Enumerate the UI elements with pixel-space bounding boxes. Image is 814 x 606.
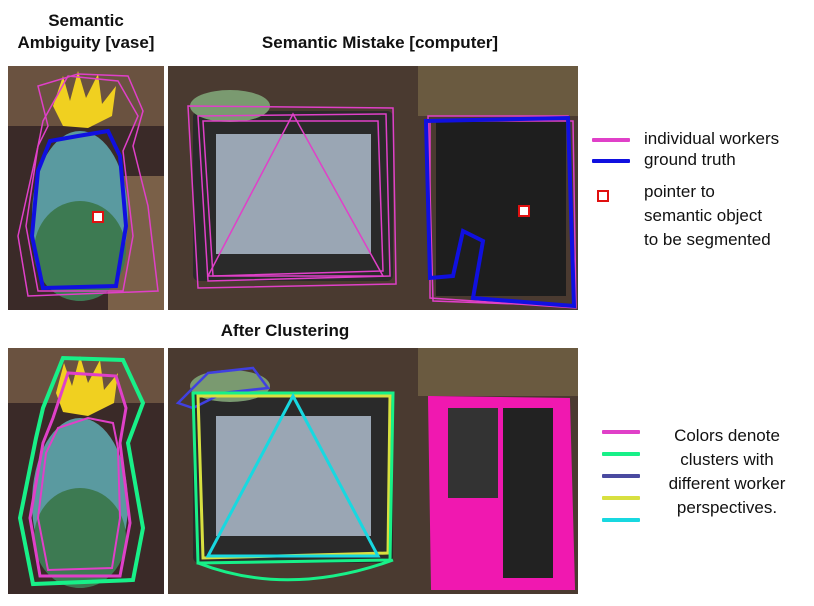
vase-title: Semantic Ambiguity [vase]	[0, 10, 172, 54]
legend-pointer-line1: pointer to	[644, 182, 715, 201]
legend-clusters-line2: clusters with	[680, 450, 774, 469]
legend-pointer-marker	[597, 190, 609, 202]
computer-photo-top	[168, 66, 578, 310]
legend-clusters-text: Colors denote clusters with different wo…	[652, 424, 802, 520]
after-clustering-title: After Clustering	[220, 321, 350, 340]
legend-swatch-cluster-1	[602, 430, 640, 434]
legend-swatch-cluster-4	[602, 496, 640, 500]
vase-photo-top	[8, 66, 164, 310]
legend-label-individual: individual workers	[644, 129, 780, 148]
legend-clusters-line1: Colors denote	[674, 426, 780, 445]
legend-label-pointer: pointer to semantic object to be segment…	[644, 180, 771, 252]
vase-photo-bottom	[8, 348, 164, 594]
legend-swatch-ground-truth	[592, 159, 630, 163]
legend-swatch-cluster-3	[602, 474, 640, 478]
legend-clusters-line3: different worker	[668, 474, 786, 493]
vase-title-line1: Semantic	[48, 11, 124, 30]
pointer-marker-vase-top	[92, 211, 104, 223]
vase-title-line2: Ambiguity [vase]	[17, 33, 155, 52]
legend-swatch-cluster-5	[602, 518, 640, 522]
legend-pointer-line2: semantic object	[644, 206, 763, 225]
legend-swatch-cluster-2	[602, 452, 640, 456]
pointer-marker-computer-top	[518, 205, 530, 217]
computer-photo-bottom	[168, 348, 578, 594]
legend-pointer-line3: to be segmented	[644, 230, 771, 249]
legend-clusters-line4: perspectives.	[676, 498, 778, 517]
legend-label-ground-truth: ground truth	[644, 150, 736, 169]
legend-swatch-individual	[592, 138, 630, 142]
computer-title: Semantic Mistake [computer]	[261, 33, 499, 52]
